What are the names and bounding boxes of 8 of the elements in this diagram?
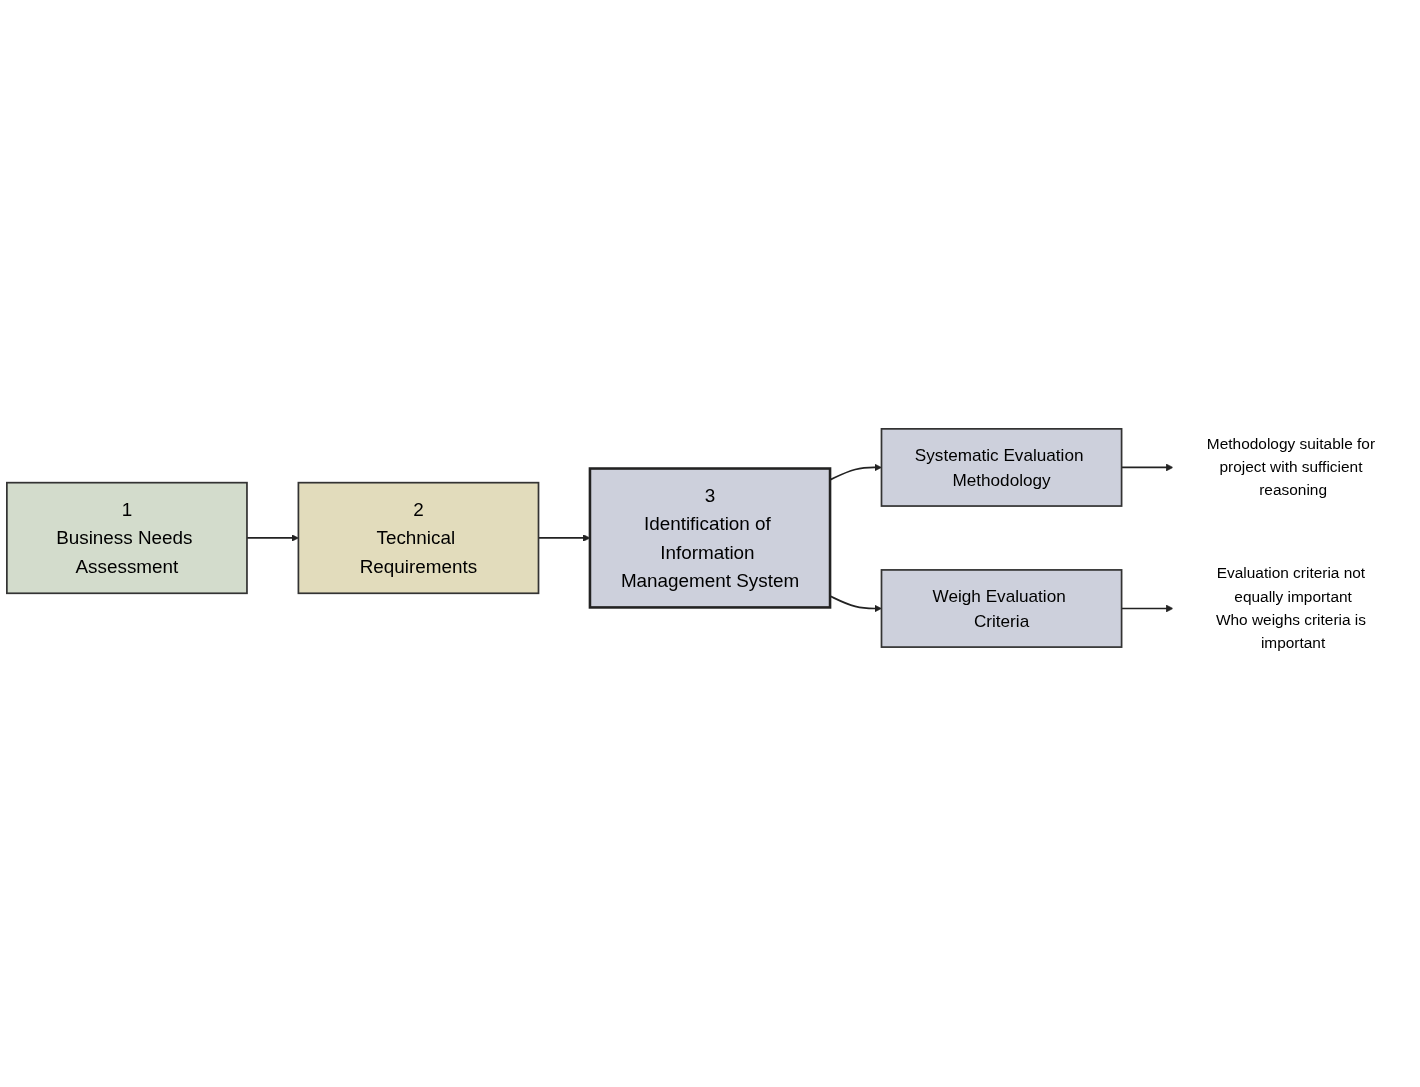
- node-box: 1 Business Needs Assessment: [6, 481, 248, 594]
- node-text: Evaluation criteria not equally important Who weighs criteria is important: [1215, 564, 1366, 652]
- node-box: Weigh Evaluation Criteria: [880, 568, 1123, 648]
- node-text: Methodology suitable for project with sufficient reasoning: [1206, 435, 1376, 499]
- node-box: 3 Identification of Information Management System: [588, 466, 832, 609]
- arrow: [246, 533, 299, 542]
- node-box: 2 Technical Requirements: [297, 481, 540, 594]
- node-box: Systematic Evaluation Methodology: [880, 427, 1123, 507]
